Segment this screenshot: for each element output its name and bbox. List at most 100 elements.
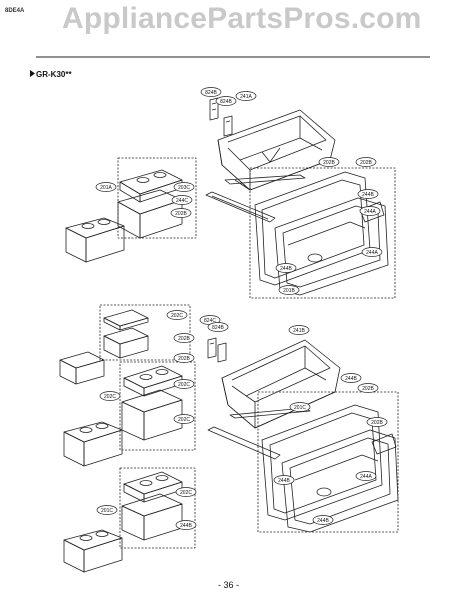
lower-callout-7: 202C: [173, 379, 195, 389]
lower-loose-basket-2: [63, 421, 123, 467]
lower-door-assembly-box: [257, 391, 399, 533]
upper-callout-label-3: 201A: [100, 185, 112, 191]
upper-door-assembly-box: [249, 167, 396, 299]
upper-callout-label-13: 201B: [283, 288, 295, 294]
lower-callout-8: 202C: [173, 414, 195, 424]
lower-crisper-drawer: [221, 339, 341, 429]
upper-callout-3: 201A: [95, 182, 117, 192]
lower-callout-label-17: 202C: [180, 490, 192, 496]
upper-callout-6: 202B: [318, 157, 340, 167]
lower-door-frame: [261, 404, 383, 521]
lower-callout-label-0: 202C: [171, 313, 183, 319]
lower-callout-18: 244B: [175, 520, 197, 530]
lower-callout-label-4: 824B: [212, 325, 224, 331]
corner-tag: 8DE4A: [5, 8, 25, 14]
upper-callout-13: 201B: [278, 285, 300, 295]
upper-callout-label-7: 202B: [360, 160, 372, 166]
lower-callout-0: 202C: [166, 310, 188, 320]
triangle-right-icon: [30, 70, 35, 77]
lower-callout-label-9: 244B: [345, 376, 357, 382]
lower-box-bottom: [121, 493, 183, 541]
lower-callout-14: 244A: [355, 471, 377, 481]
upper-callout-label-12: 244B: [280, 266, 292, 272]
upper-callout-7: 202B: [355, 157, 377, 167]
model-label: GR-K30**: [36, 70, 72, 79]
upper-loose-basket: [65, 217, 125, 263]
upper-callout-label-9: 244B: [362, 192, 374, 198]
upper-basket-tray: [119, 169, 183, 203]
upper-callout-9: 244B: [357, 189, 379, 199]
lower-callout-label-16: 201C: [101, 508, 113, 514]
upper-callout-label-5: 244C: [176, 198, 188, 204]
lower-tray-small: [103, 309, 149, 331]
upper-callout-0: 824B: [200, 87, 222, 97]
upper-callout-label-2: 241A: [240, 94, 252, 100]
upper-small-part-a: [209, 97, 219, 121]
lower-box-small: [103, 327, 149, 359]
lower-callout-16: 201C: [96, 505, 118, 515]
lower-callout-label-8: 202C: [178, 417, 190, 423]
upper-callout-label-6: 202B: [323, 160, 335, 166]
lower-door-panel: [281, 429, 399, 533]
upper-callout-label-4: 203C: [178, 185, 190, 191]
upper-callout-10: 244A: [359, 206, 381, 216]
lower-loose-basket-3: [63, 529, 123, 573]
lower-callout-label-3: 824C: [204, 318, 216, 324]
lower-callout-2: 202B: [173, 353, 195, 363]
lower-callout-label-11: 202B: [371, 420, 383, 426]
lower-callout-label-14: 244A: [360, 474, 372, 480]
upper-callout-label-1: 824B: [220, 99, 232, 105]
lower-callout-label-10: 202B: [362, 386, 374, 392]
upper-callout-8: 202B: [170, 208, 192, 218]
lower-small-part-a: [207, 337, 217, 359]
upper-callout-11: 244A: [361, 247, 383, 257]
lower-callout-4: 824B: [207, 322, 229, 332]
upper-crisper-drawer: [217, 109, 336, 191]
lower-callout-17: 202C: [175, 487, 197, 497]
lower-callout-12: 201C: [289, 402, 311, 412]
lower-loose-basket-1: [59, 351, 105, 385]
upper-small-part-b: [223, 115, 233, 137]
lower-callout-label-13: 244B: [278, 478, 290, 484]
lower-callout-1: 202B: [173, 333, 195, 343]
lower-left-box-1: [99, 304, 191, 361]
upper-callout-label-10: 244A: [364, 209, 376, 215]
upper-callout-1: 824B: [215, 96, 237, 106]
lower-callout-label-7: 202C: [178, 382, 190, 388]
lower-callout-label-12: 201C: [294, 405, 306, 411]
lower-callout-13: 244B: [273, 475, 295, 485]
lower-rail: [207, 407, 311, 460]
lower-callout-label-18: 244B: [180, 523, 192, 529]
lower-callout-15: 244B: [312, 515, 334, 525]
lower-callout-6: 202C: [99, 391, 121, 401]
lower-callout-label-15: 244B: [317, 518, 329, 524]
lower-callout-10: 202B: [357, 383, 379, 393]
lower-left-box-2: [119, 361, 196, 451]
lower-box-mid: [121, 389, 183, 441]
site-watermark: AppliancePartsPros.com: [62, 2, 422, 35]
upper-left-basket-box: [117, 157, 197, 239]
lower-callout-label-2: 202B: [178, 356, 190, 362]
page-number: - 36 -: [218, 580, 240, 590]
upper-callout-label-0: 824B: [205, 90, 217, 96]
upper-callout-4: 203C: [173, 182, 195, 192]
upper-callout-2: 241A: [235, 91, 257, 101]
lower-tray-bottom: [123, 471, 183, 503]
lower-tray-mid: [123, 365, 183, 397]
lower-callout-9: 244B: [340, 373, 362, 383]
lower-left-box-3: [119, 467, 196, 549]
lower-callout-label-1: 202B: [178, 336, 190, 342]
lower-small-part-b: [217, 342, 227, 363]
lower-callout-label-5: 241B: [293, 328, 305, 334]
upper-door-frame: [254, 171, 371, 286]
upper-callout-12: 244B: [275, 263, 297, 273]
upper-callout-5: 244C: [171, 195, 193, 205]
upper-callout-label-11: 244A: [366, 250, 378, 256]
lower-callout-5: 241B: [288, 325, 310, 335]
lower-callout-11: 202B: [366, 417, 388, 427]
upper-rail: [205, 174, 306, 223]
lower-callout-label-6: 202C: [104, 394, 116, 400]
